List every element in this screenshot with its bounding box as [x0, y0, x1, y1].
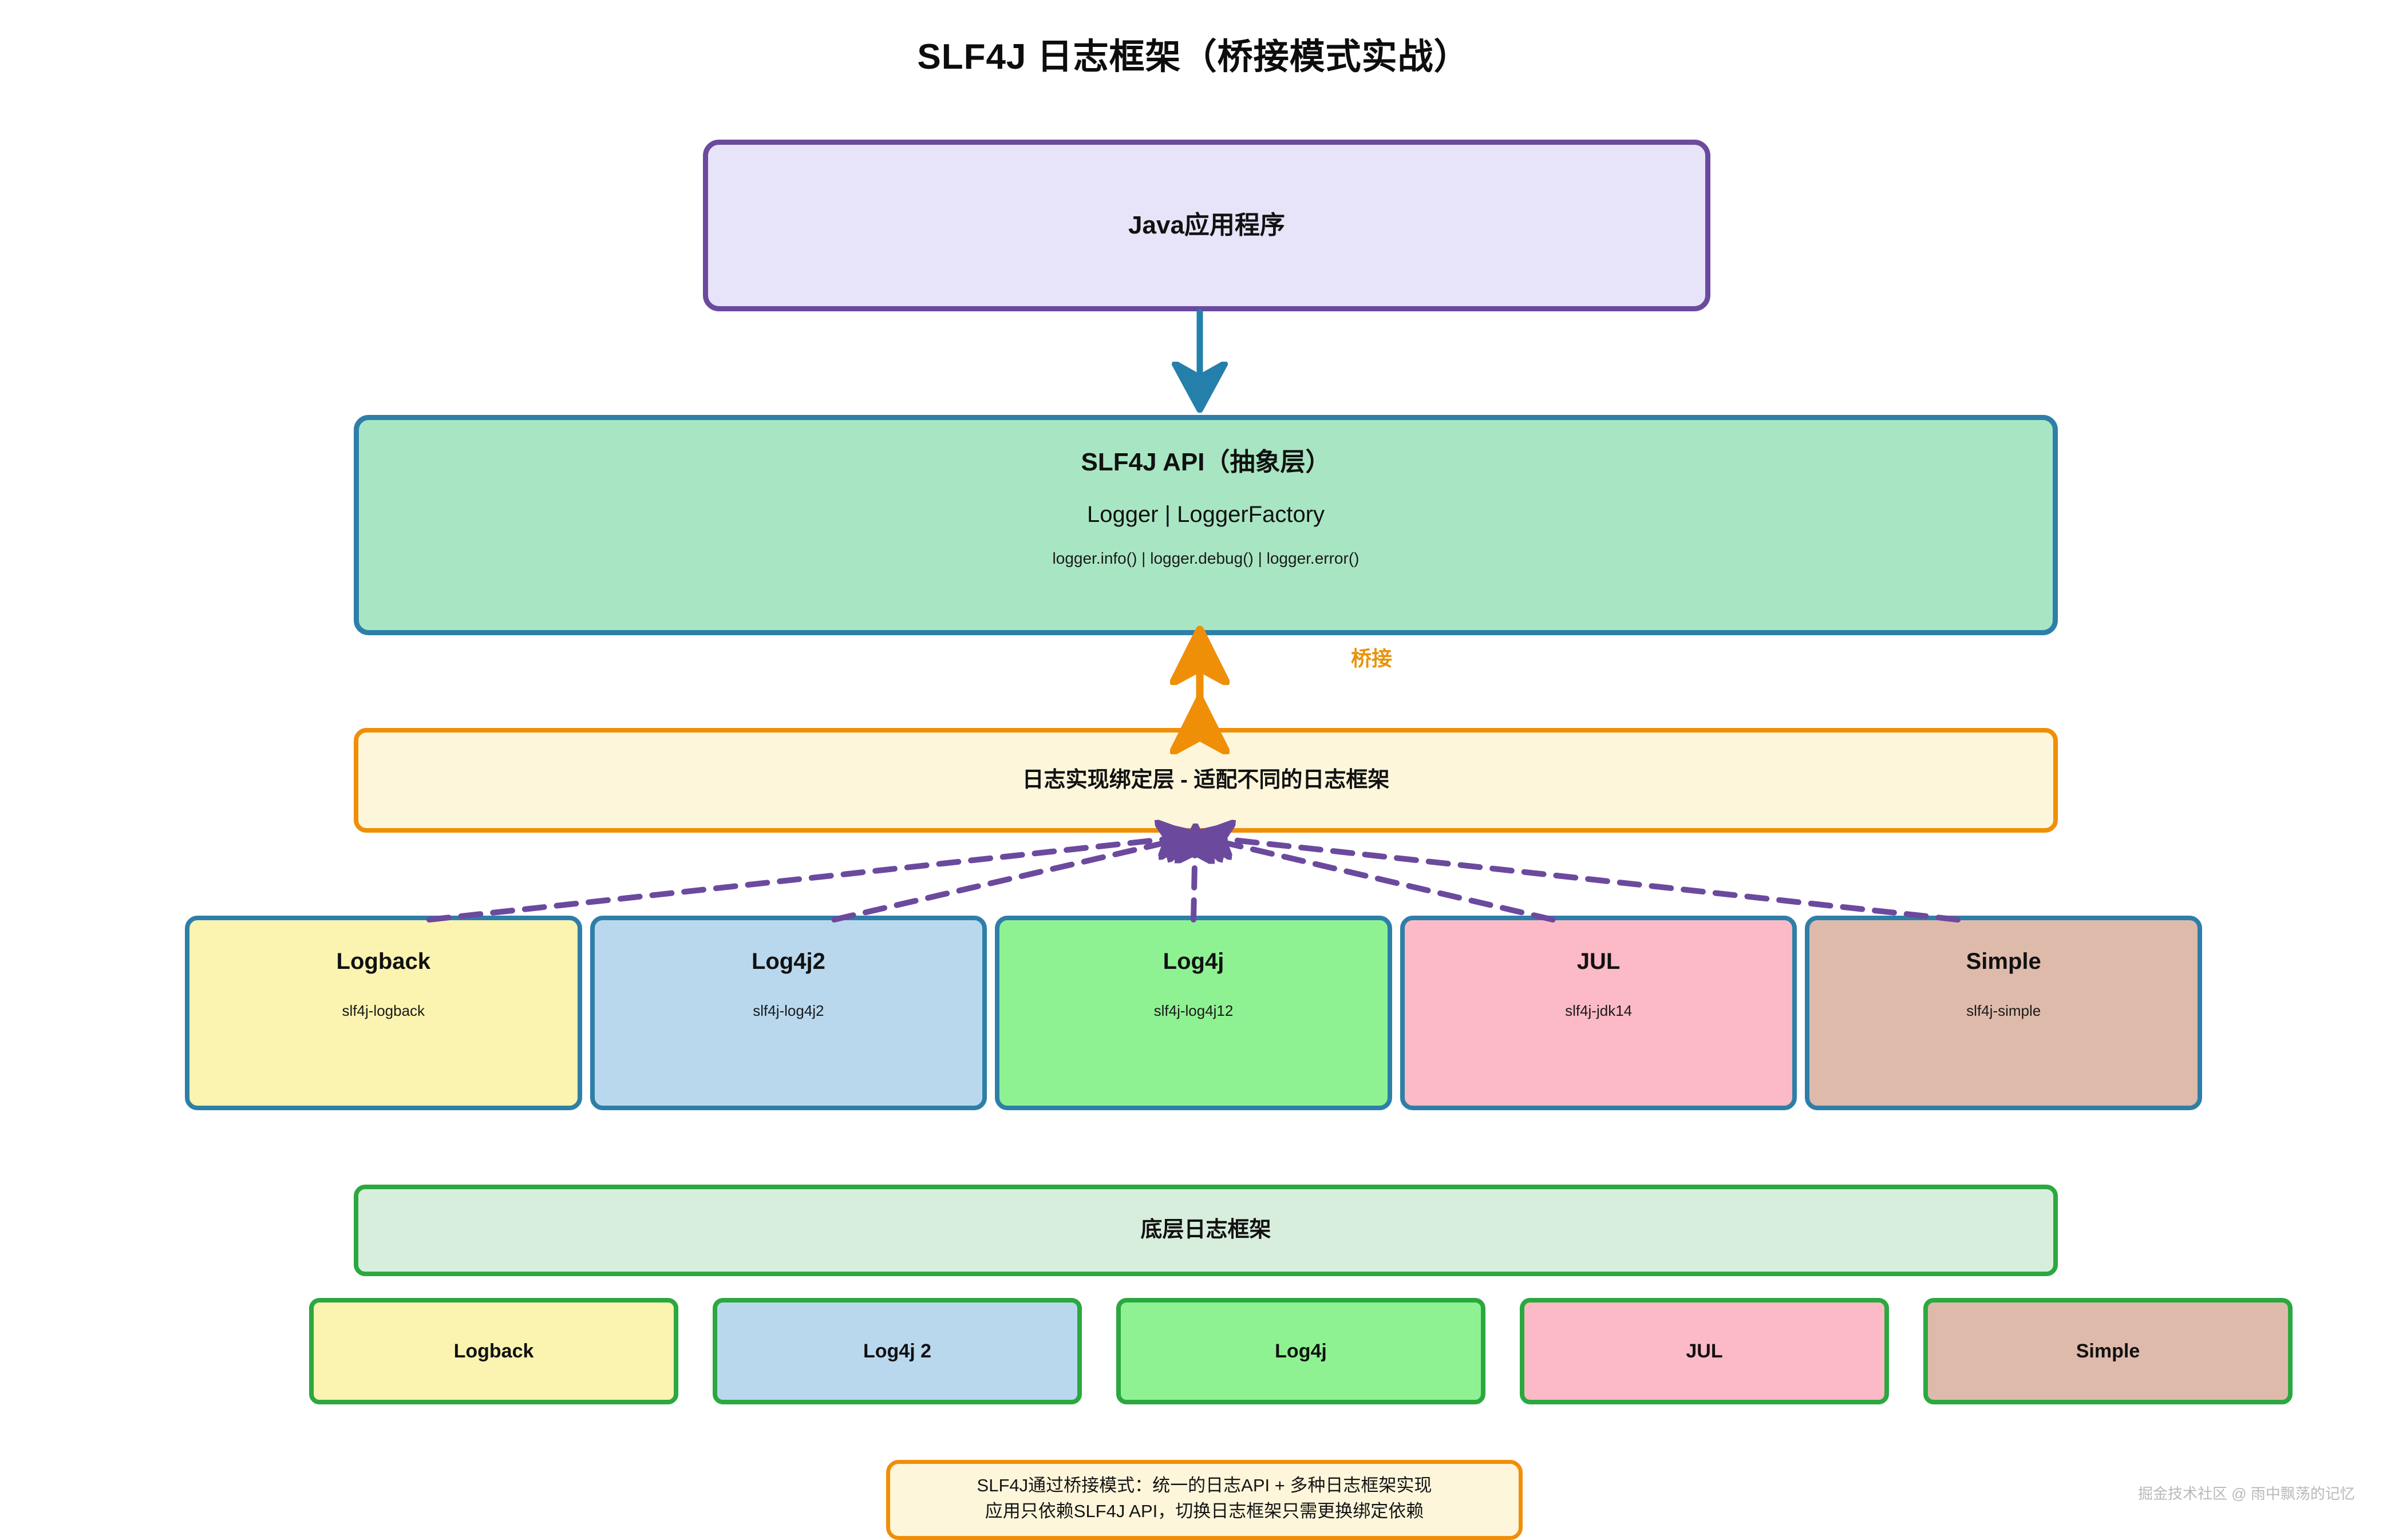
slf4j-api-classes: Logger | LoggerFactory: [1086, 501, 1325, 527]
implementation-box-name: JUL: [1686, 1340, 1723, 1362]
page-title: SLF4J 日志框架（桥接模式实战）: [917, 37, 1470, 77]
dashed-arrow-simple: [1208, 837, 1961, 923]
binding-box-artifact: slf4j-jdk14: [1565, 1002, 1633, 1019]
implementation-box-name: Logback: [453, 1340, 534, 1362]
binding-box-simple[interactable]: Simple slf4j-simple: [1805, 916, 2202, 1110]
binding-box-artifact: slf4j-simple: [1966, 1002, 2041, 1019]
summary-note-line-2: 应用只依赖SLF4J API，切换日志框架只需更换绑定依赖: [985, 1501, 1424, 1521]
binding-box-artifact: slf4j-logback: [342, 1002, 425, 1019]
binding-box-log4j2[interactable]: Log4j2 slf4j-log4j2: [590, 916, 987, 1110]
slf4j-api-title: SLF4J API（抽象层）: [1081, 448, 1331, 476]
binding-box-jul[interactable]: JUL slf4j-jdk14: [1400, 916, 1797, 1110]
implementation-box-jul[interactable]: JUL: [1520, 1298, 1889, 1404]
binding-box-logback[interactable]: Logback slf4j-logback: [185, 916, 582, 1110]
binding-box-name: Simple: [1966, 949, 2041, 974]
implementation-box-name: Log4j 2: [863, 1340, 932, 1362]
slf4j-api-methods: logger.info() | logger.debug() | logger.…: [1052, 549, 1360, 567]
underlying-frameworks-box: 底层日志框架: [354, 1185, 2058, 1276]
binding-layer-box: 日志实现绑定层 - 适配不同的日志框架: [354, 728, 2058, 833]
dashed-arrow-logback: [426, 837, 1183, 923]
bridge-label: 桥接: [1351, 647, 1393, 670]
implementation-box-log4j-2[interactable]: Log4j 2: [713, 1298, 1082, 1404]
implementation-box-name: Simple: [2076, 1340, 2140, 1362]
binding-layer-label: 日志实现绑定层 - 适配不同的日志框架: [1022, 767, 1390, 792]
binding-box-name: Logback: [336, 949, 431, 974]
binding-box-name: Log4j2: [751, 949, 825, 974]
java-application-label: Java应用程序: [1128, 211, 1285, 239]
watermark: 掘金技术社区 @ 雨中飘荡的记忆: [2138, 1485, 2355, 1502]
java-application-box: Java应用程序: [703, 140, 1710, 311]
slf4j-api-box: SLF4J API（抽象层） Logger | LoggerFactory lo…: [354, 415, 2058, 635]
summary-note: SLF4J通过桥接模式：统一的日志API + 多种日志框架实现 应用只依赖SLF…: [886, 1460, 1523, 1540]
implementation-box-name: Log4j: [1275, 1340, 1327, 1362]
dashed-arrow-log4j: [1194, 837, 1195, 923]
binding-box-artifact: slf4j-log4j2: [753, 1002, 824, 1019]
dashed-arrow-log4j2: [831, 837, 1189, 923]
implementation-box-simple[interactable]: Simple: [1923, 1298, 2293, 1404]
implementation-box-log4j[interactable]: Log4j: [1116, 1298, 1485, 1404]
binding-box-artifact: slf4j-log4j12: [1153, 1002, 1234, 1019]
binding-box-name: JUL: [1576, 949, 1621, 974]
binding-box-log4j[interactable]: Log4j slf4j-log4j12: [995, 916, 1392, 1110]
underlying-frameworks-label: 底层日志框架: [1140, 1218, 1271, 1242]
binding-box-name: Log4j: [1163, 949, 1224, 974]
dashed-arrow-jul: [1202, 837, 1556, 923]
implementation-box-logback[interactable]: Logback: [309, 1298, 678, 1404]
summary-note-line-1: SLF4J通过桥接模式：统一的日志API + 多种日志框架实现: [977, 1475, 1432, 1495]
